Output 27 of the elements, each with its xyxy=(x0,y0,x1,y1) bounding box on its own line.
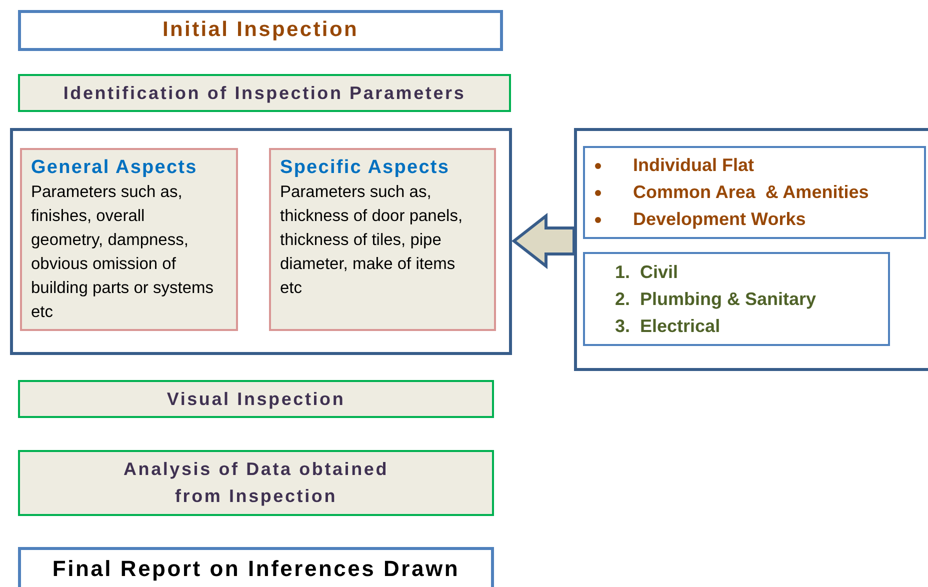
step-label: Final Report on Inferences Drawn xyxy=(52,555,460,582)
group-frame xyxy=(10,128,512,355)
aspect-heading: Specific Aspects xyxy=(280,156,451,180)
list-item: 2. Plumbing & Sanitary xyxy=(614,288,818,311)
aspect-heading: General Aspects xyxy=(31,156,198,180)
aspect-box xyxy=(269,148,496,331)
list-item: Development Works xyxy=(633,208,806,231)
step-label: Visual Inspection xyxy=(166,388,346,411)
process-box xyxy=(18,450,494,516)
list-item: Common Area & Amenities xyxy=(633,181,869,204)
list-item: Individual Flat xyxy=(633,154,754,177)
block-arrow xyxy=(512,212,576,270)
aspect-description: Parameters such as, thickness of door panels, thickness of tiles, pipe diameter, make of items etc xyxy=(280,182,464,299)
process-box xyxy=(18,547,494,587)
process-box xyxy=(18,380,494,418)
aspect-box xyxy=(20,148,238,331)
step-label: Identification of Inspection Parameters xyxy=(62,82,467,105)
process-box xyxy=(18,74,511,112)
group-frame xyxy=(574,128,928,371)
list-item: 1. Civil xyxy=(614,260,680,284)
list-box xyxy=(583,252,890,346)
aspect-description: Parameters such as, finishes, overall geometry, dampness, obvious omission of building parts or systems etc xyxy=(31,182,214,323)
process-box xyxy=(18,10,503,51)
step-label: Analysis of Data obtained from Inspection xyxy=(122,458,390,508)
step-label: Initial Inspection xyxy=(162,17,358,44)
list-box xyxy=(583,146,926,239)
list-item: 3. Electrical xyxy=(614,314,722,338)
